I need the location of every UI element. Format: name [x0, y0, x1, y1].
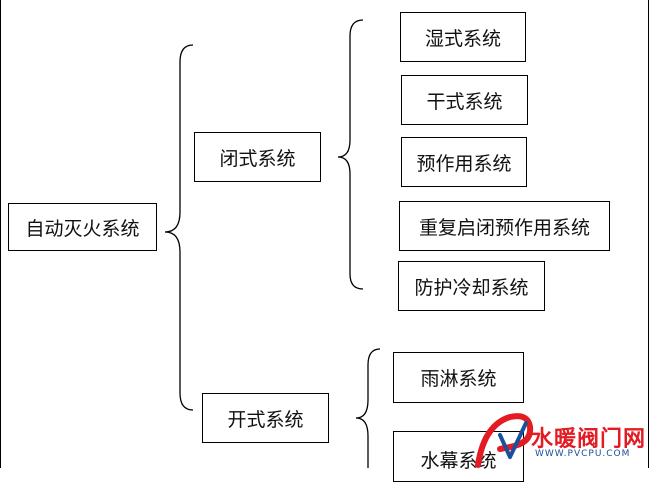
watermark-url: WWW.PVCPU.COM — [535, 449, 631, 459]
node-closed-system-label: 闭式系统 — [219, 147, 296, 170]
brace-open-system — [355, 348, 381, 468]
connector-braces — [164, 19, 381, 468]
node-dry-system-label: 干式系统 — [426, 90, 503, 113]
frame-left-border — [0, 0, 1, 468]
brace-root — [164, 44, 194, 411]
node-deluge-system-label: 雨淋系统 — [420, 368, 497, 390]
node-recycling-preaction-system: 重复启闭预作用系统 — [399, 201, 610, 251]
node-dry-system: 干式系统 — [401, 75, 528, 125]
node-preaction-system: 预作用系统 — [401, 137, 527, 187]
node-deluge-system: 雨淋系统 — [393, 352, 524, 403]
node-recycling-preaction-system-label: 重复启闭预作用系统 — [418, 216, 590, 239]
node-root: 自动灭火系统 — [8, 203, 157, 251]
watermark-pipe-logo-icon — [475, 413, 534, 468]
node-closed-system: 闭式系统 — [194, 132, 321, 182]
node-wet-system-label: 湿式系统 — [424, 27, 501, 50]
watermark-check-icon — [498, 421, 528, 459]
frame-right-border — [648, 0, 649, 468]
node-protective-cooling-system-label: 防护冷却系统 — [414, 276, 529, 299]
node-protective-cooling-system: 防护冷却系统 — [398, 261, 545, 311]
node-open-system: 开式系统 — [202, 393, 329, 443]
watermark-brand: 水暖阀门网 — [531, 427, 647, 452]
node-root-label: 自动灭火系统 — [25, 217, 140, 240]
node-wet-system: 湿式系统 — [400, 12, 526, 62]
watermark-logo — [475, 413, 534, 468]
node-preaction-system-label: 预作用系统 — [416, 152, 512, 175]
node-open-system-label: 开式系统 — [227, 408, 304, 431]
brace-closed-system — [337, 19, 364, 290]
